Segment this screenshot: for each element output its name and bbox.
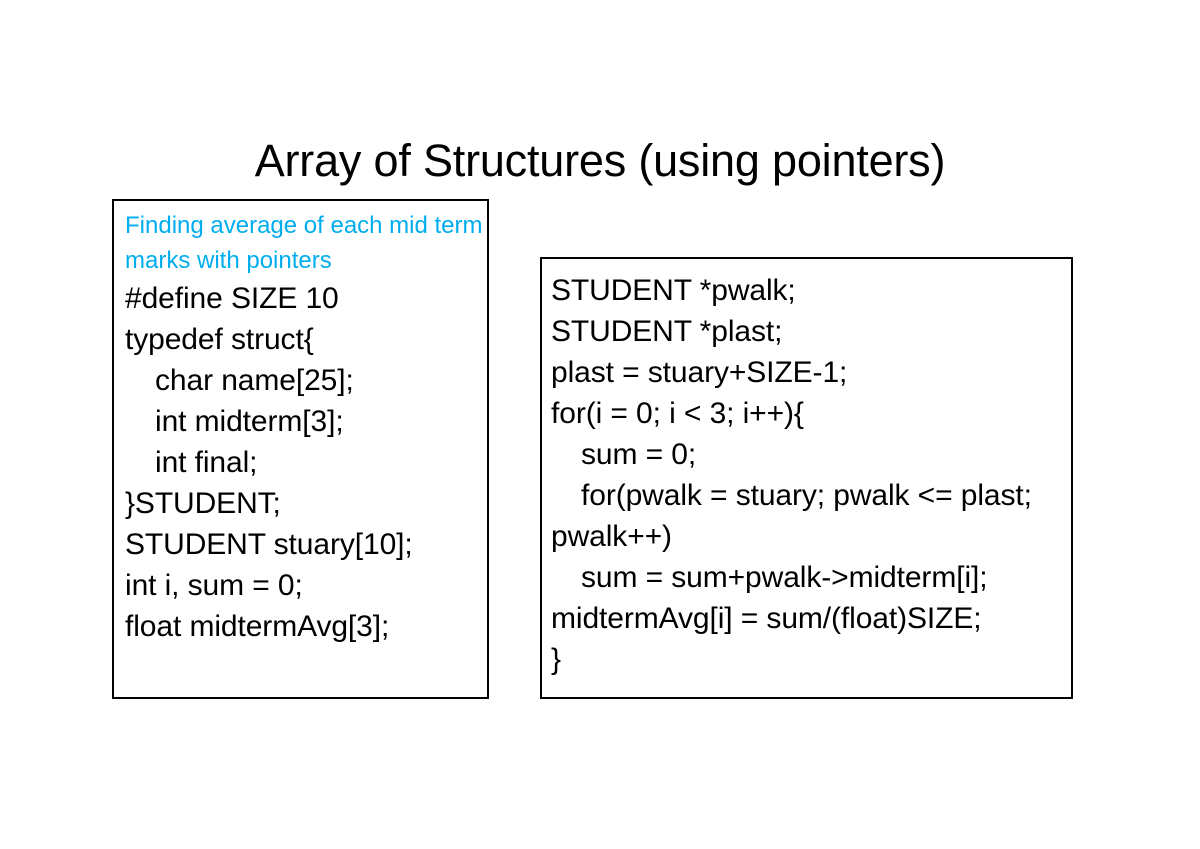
code-line: midtermAvg[i] = sum/(float)SIZE; bbox=[551, 602, 982, 635]
code-line: float midtermAvg[3]; bbox=[125, 610, 390, 643]
code-line: STUDENT *pwalk; bbox=[551, 274, 796, 307]
code-line: plast = stuary+SIZE-1; bbox=[551, 356, 848, 389]
code-line: sum = sum+pwalk->midterm[i]; bbox=[581, 561, 988, 594]
code-line: char name[25]; bbox=[155, 364, 354, 397]
right-code-box: STUDENT *pwalk; STUDENT *plast; plast = … bbox=[540, 257, 1073, 699]
code-line: int final; bbox=[155, 446, 258, 479]
code-line: pwalk++) bbox=[551, 520, 672, 553]
note-line: marks with pointers bbox=[125, 247, 332, 274]
code-line: for(i = 0; i < 3; i++){ bbox=[551, 397, 804, 430]
code-line: int midterm[3]; bbox=[155, 405, 344, 438]
code-line: int i, sum = 0; bbox=[125, 569, 303, 602]
code-line: for(pwalk = stuary; pwalk <= plast; bbox=[581, 479, 1032, 512]
code-line: STUDENT stuary[10]; bbox=[125, 528, 413, 561]
note-line: Finding average of each mid term bbox=[125, 212, 483, 239]
code-line: #define SIZE 10 bbox=[125, 282, 339, 315]
left-code-box: Finding average of each mid term marks w… bbox=[112, 199, 489, 699]
code-line: typedef struct{ bbox=[125, 323, 314, 356]
code-line: sum = 0; bbox=[581, 438, 697, 471]
page-title: Array of Structures (using pointers) bbox=[254, 135, 946, 187]
code-line: }STUDENT; bbox=[125, 487, 281, 520]
code-line: STUDENT *plast; bbox=[551, 315, 783, 348]
code-line: } bbox=[551, 643, 561, 676]
